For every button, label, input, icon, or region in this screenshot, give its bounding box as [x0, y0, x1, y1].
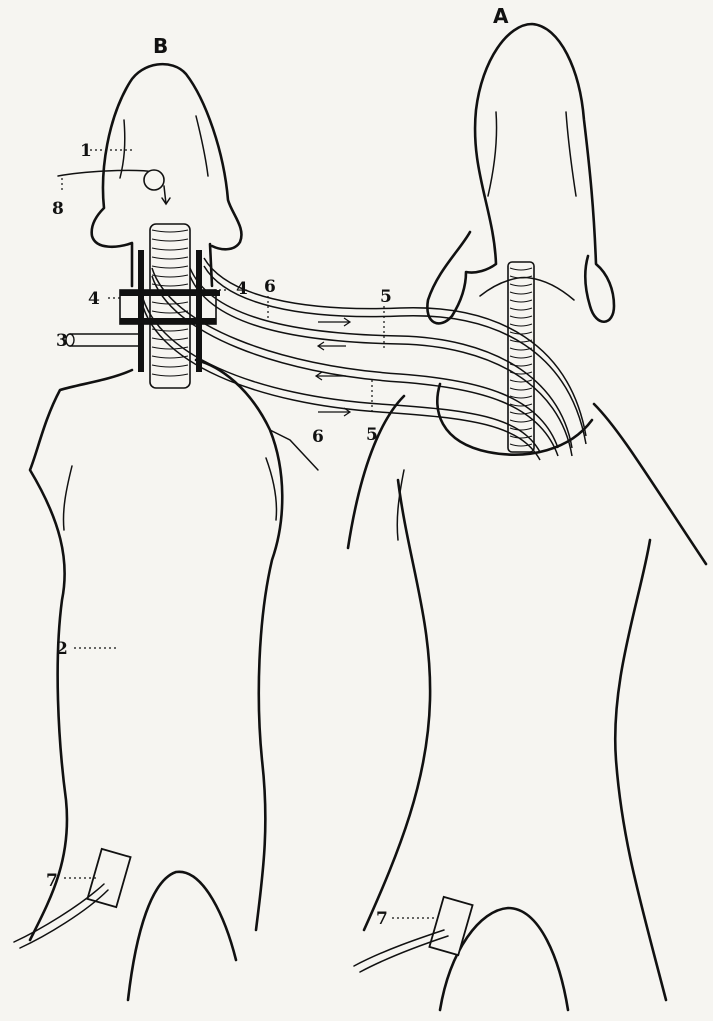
animal-b-pelvis: [128, 872, 236, 1000]
callout-6-top: 6: [264, 277, 276, 297]
trachea-a-rings: [510, 268, 532, 446]
clamp-side-left: [138, 250, 144, 372]
leader-lines: [62, 150, 436, 918]
callout-5-bottom: 5: [366, 425, 378, 445]
callout-8: 8: [52, 199, 64, 219]
trachea-b-ring: [152, 329, 188, 331]
trachea-a-ring: [510, 380, 532, 382]
animal-b-head-crease-right: [196, 116, 208, 176]
trachea-a-ring: [510, 324, 532, 326]
trachea-b-ring: [152, 230, 188, 232]
animal-a: [348, 24, 706, 1010]
trachea-b-rings: [152, 230, 188, 376]
trachea-b-ring: [152, 257, 188, 259]
callout-2: 2: [56, 639, 68, 659]
animal-a-collar: [480, 278, 574, 300]
animal-b-head: [92, 64, 242, 249]
trachea-a-ring: [510, 292, 532, 294]
callout-7-left: 7: [46, 871, 58, 891]
animal-a-head-crease-right: [566, 112, 576, 196]
trachea-a-ring: [510, 356, 532, 358]
animal-a-body-left: [348, 396, 404, 548]
trachea-b-ring: [152, 311, 188, 313]
animal-b: [30, 64, 318, 1000]
trachea-a-ring: [510, 396, 532, 398]
trachea-a-ring: [510, 300, 532, 302]
arrow-left-upper: [318, 342, 346, 350]
trachea-a: [508, 262, 534, 452]
label-animal-b: B: [153, 34, 168, 58]
clamp-side-right: [196, 250, 202, 372]
trachea-a-ring: [510, 412, 532, 414]
trachea-b-ring: [152, 302, 188, 304]
callout-4-left: 4: [88, 289, 100, 309]
trachea-a-ring: [510, 284, 532, 286]
clamp-bar-top: [120, 290, 220, 296]
trachea-a-ring: [510, 316, 532, 318]
animal-b-foreleg-line-right: [266, 458, 277, 520]
trachea-b-ring: [152, 275, 188, 277]
callout-6-bottom: 6: [312, 427, 324, 447]
head-cannula: [58, 170, 170, 204]
animal-b-body-right: [196, 360, 282, 930]
animal-a-head: [427, 24, 614, 323]
animal-b-head-crease: [120, 120, 125, 178]
callout-1: 1: [80, 141, 92, 161]
animal-a-body-left-lower: [364, 480, 430, 930]
trachea-a-ring: [510, 420, 532, 422]
neck-wound-right: [210, 244, 212, 286]
trachea-b-ring: [152, 248, 188, 250]
animal-a-head-crease: [488, 112, 497, 196]
trachea-a-ring: [510, 388, 532, 390]
callout-7-right: 7: [376, 909, 388, 929]
animal-b-foreleg-line: [63, 466, 72, 530]
arrow-right-top: [318, 318, 350, 326]
callout-4-right: 4: [236, 279, 248, 299]
trachea-b-ring: [152, 266, 188, 268]
cross-circulation-tubes: [140, 258, 586, 460]
callout-5-top: 5: [380, 287, 392, 307]
trachea-a-ring: [510, 404, 532, 406]
trachea-a-ring: [510, 268, 532, 270]
animal-a-body-right-lower: [615, 540, 666, 1000]
label-animal-a: A: [493, 4, 509, 28]
callout-3: 3: [56, 331, 68, 351]
electrode-b: [14, 849, 131, 948]
trachea-b-ring: [152, 374, 188, 376]
trachea-b-ring: [152, 284, 188, 286]
trachea-b-ring: [152, 239, 188, 241]
airway-cannula: [66, 334, 138, 346]
trachea-a-ring: [510, 428, 532, 430]
trachea-b-ring: [152, 365, 188, 367]
trachea-a-ring: [510, 308, 532, 310]
arrow-right-bottom: [318, 408, 350, 416]
